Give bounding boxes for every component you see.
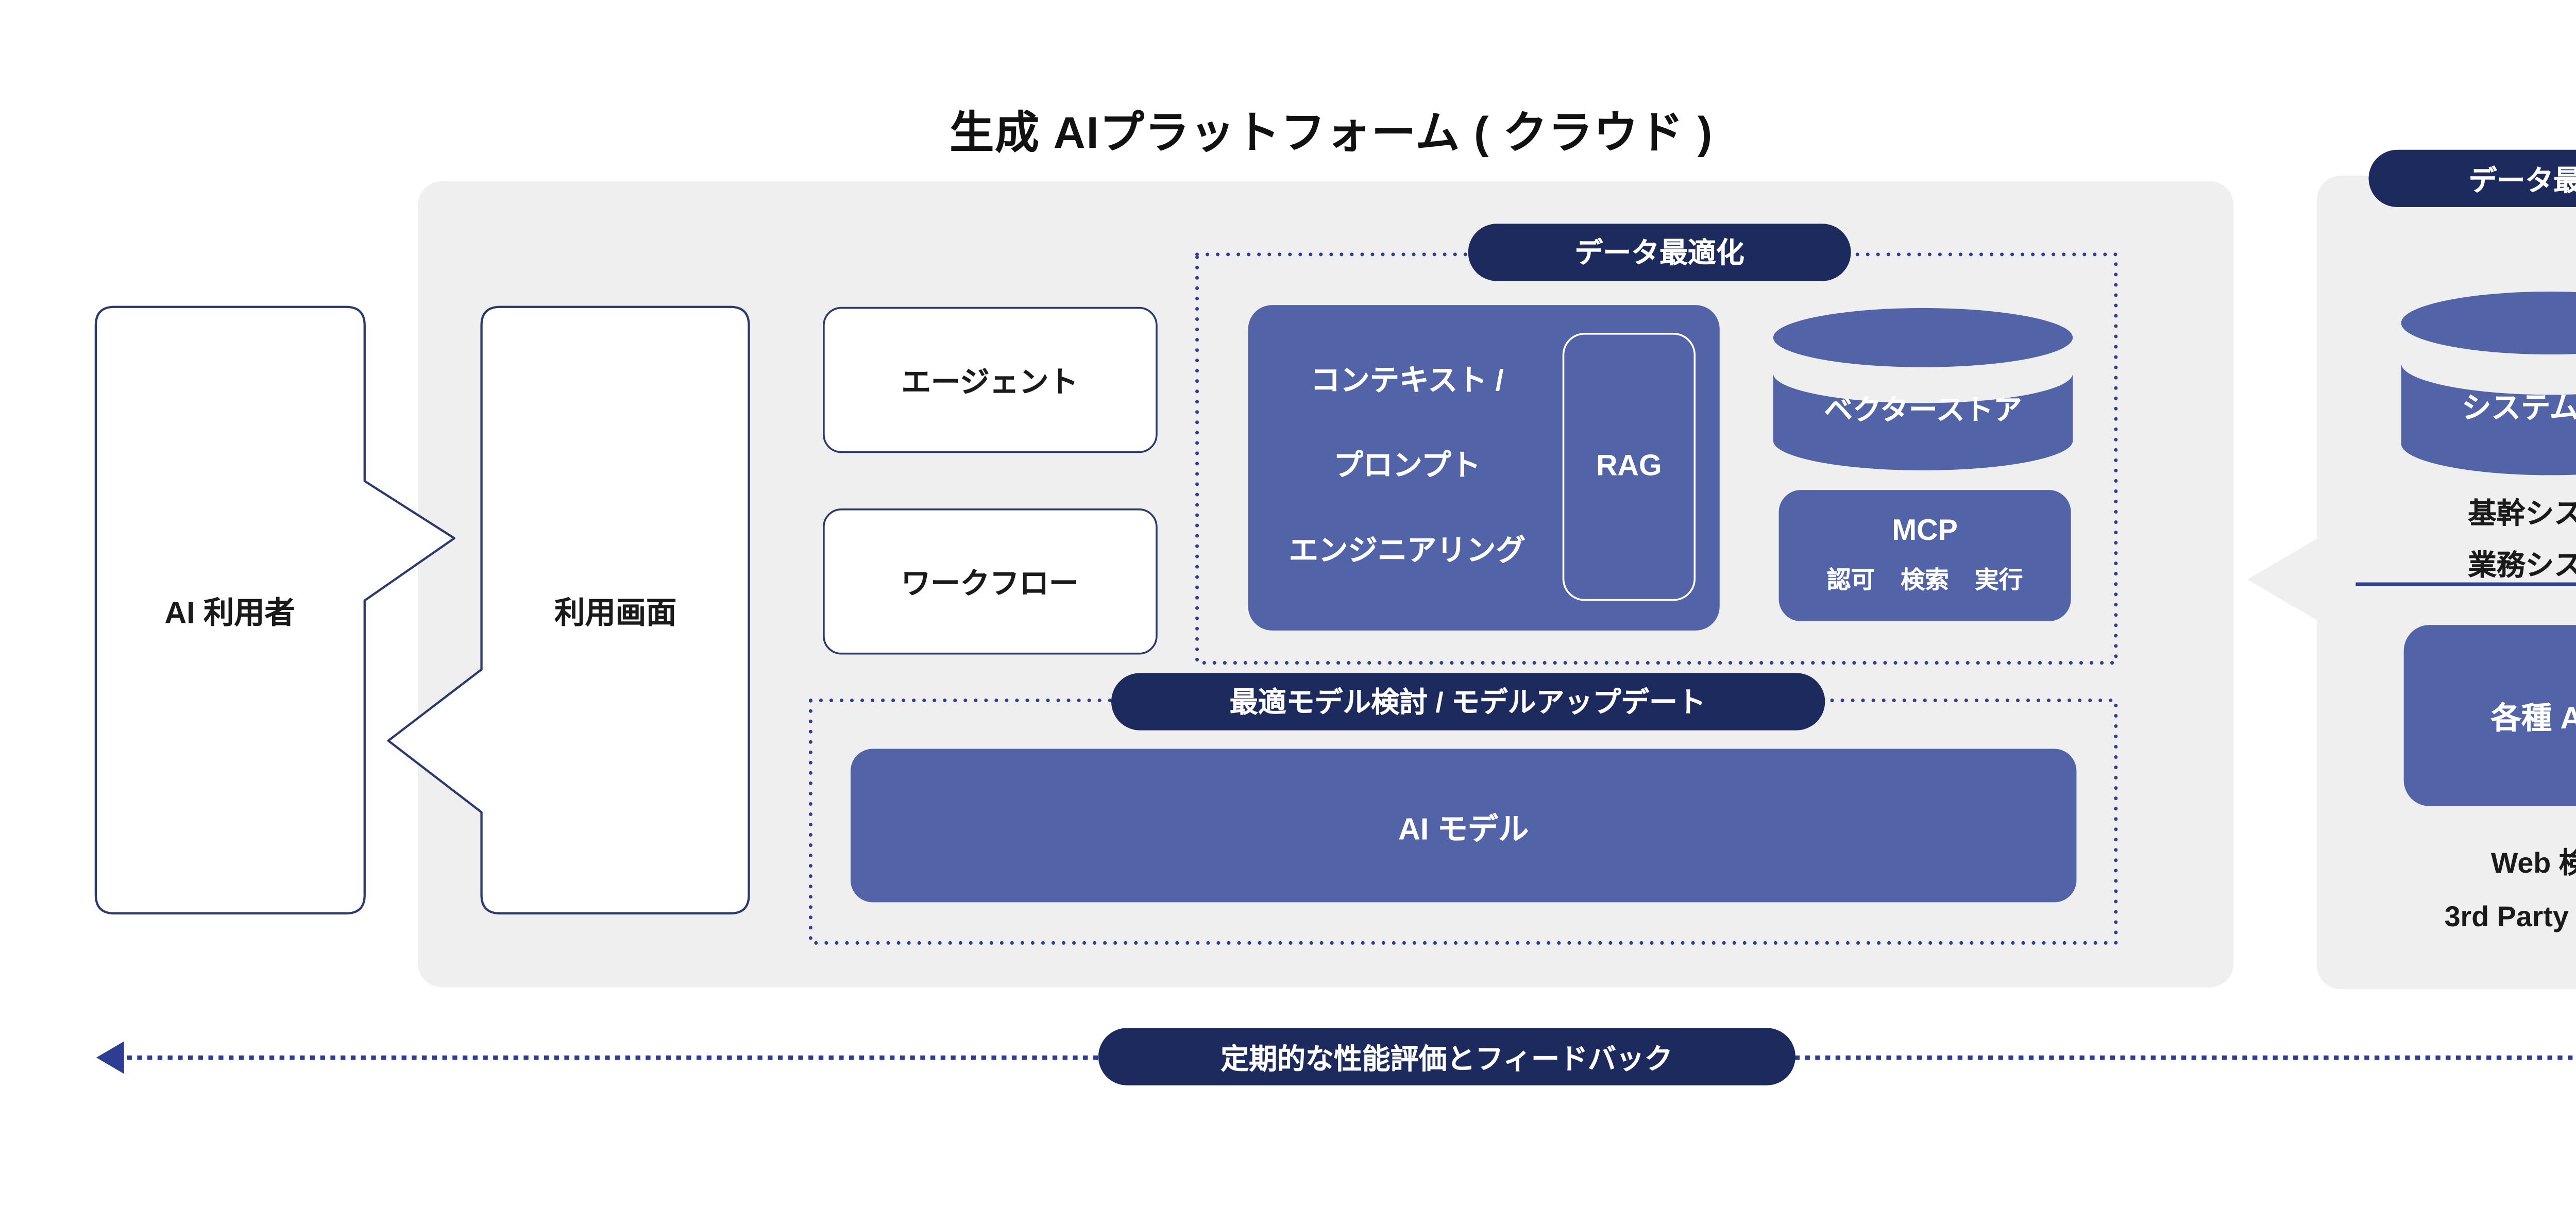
context-line-3: エンジニアリング	[1289, 535, 1526, 567]
feedback-badge: 定期的な性能評価とフィードバック	[1098, 1028, 1795, 1086]
web-search-label: Web 検索	[2490, 848, 2576, 880]
ai-user-bubble	[94, 305, 455, 915]
page-title: 生成 AIプラットフォーム ( クラウド )	[950, 108, 1714, 158]
mcp-items-row: 認可 検索 実行	[1827, 568, 2023, 592]
vector-store-label: ベクターストア	[1824, 396, 2022, 428]
mcp-item-search: 検索	[1901, 566, 1949, 594]
mcp-title: MCP	[1892, 516, 1958, 548]
data-opt-badge: データ最適化	[1468, 223, 1851, 281]
mcp-item-exec: 実行	[1975, 566, 2023, 594]
api-lines: Web 検索 3rd Party アプリ	[2369, 838, 2576, 945]
feedback-arrow	[96, 1041, 2576, 1074]
data-opt-dotted-frame	[1195, 252, 2118, 665]
mcp-box: MCP 認可 検索 実行	[1778, 489, 2071, 622]
system-build-cylinder-icon	[2401, 292, 2576, 475]
usage-screen-bubble	[387, 305, 750, 915]
external-panel-tail-icon	[2247, 536, 2320, 622]
ai-model-box: AI モデル	[850, 749, 2077, 903]
system-build-label: システム構築	[2462, 394, 2576, 426]
context-prompt-box	[1248, 304, 1720, 631]
system-lines: 基幹システム 業務システム	[2369, 490, 2576, 593]
context-prompt-label: コンテキスト / プロンプト エンジニアリング	[1248, 304, 1566, 630]
context-line-1: コンテキスト /	[1310, 365, 1504, 397]
arrow-left-icon	[96, 1041, 124, 1074]
third-party-label: 3rd Party アプリ	[2444, 902, 2576, 934]
external-divider	[2355, 583, 2576, 586]
mcp-item-auth: 認可	[1826, 566, 1875, 594]
context-line-2: プロンプト	[1333, 450, 1481, 482]
rag-box: RAG	[1562, 333, 1696, 601]
vector-store-cylinder-icon	[1773, 308, 2073, 471]
ai-user-label: AI 利用者	[164, 597, 295, 631]
usage-screen-label: 利用画面	[554, 597, 677, 631]
business-system-label: 業務システム	[2468, 551, 2576, 583]
api-box: 各種 API	[2403, 624, 2576, 807]
agent-box: エージェント	[822, 306, 1157, 453]
workflow-box: ワークフロー	[822, 508, 1157, 654]
external-data-opt-badge: データ最適化	[2368, 149, 2576, 207]
core-system-label: 基幹システム	[2468, 499, 2576, 531]
model-update-badge: 最適モデル検討 / モデルアップデート	[1110, 672, 1825, 731]
